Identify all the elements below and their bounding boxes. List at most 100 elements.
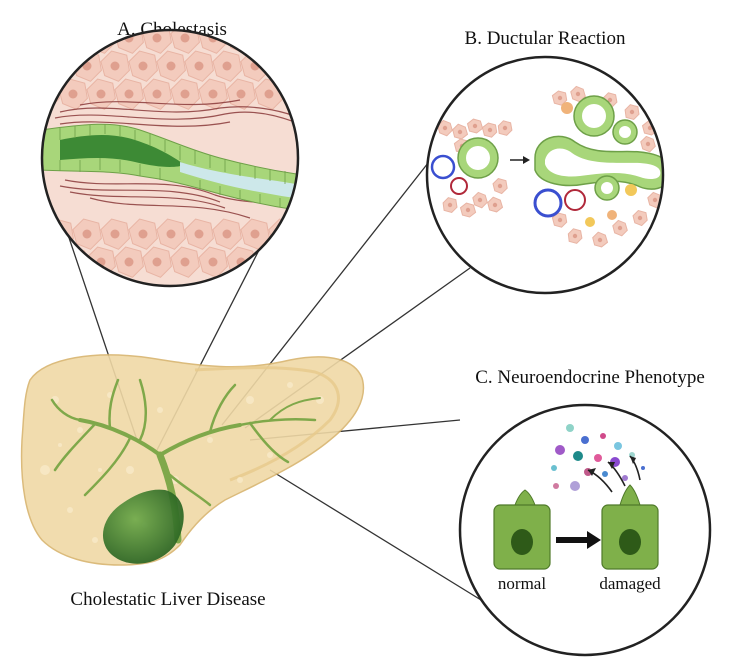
hepatocyte-nucleus (68, 33, 78, 43)
hepatocyte-nucleus (110, 229, 120, 239)
hepatocyte-nucleus (42, 257, 50, 267)
hepatocyte-nucleus (497, 183, 503, 189)
hepatocyte-nucleus (208, 257, 218, 267)
hepatocyte-nucleus (194, 229, 204, 239)
hepatocyte-nucleus (96, 89, 106, 99)
bile-duct-lumen (180, 162, 298, 200)
hepatocyte-nucleus (502, 125, 508, 131)
panel-c-neuroendocrine: C. Neuroendocrine Phenotype (458, 367, 712, 657)
hepatocyte (44, 50, 74, 82)
hepatocyte-nucleus (42, 33, 50, 43)
normal-cell-label: normal (498, 574, 546, 593)
hepatocyte-nucleus (166, 229, 176, 239)
hepatocyte-nucleus (292, 89, 298, 99)
hepatocyte-nucleus (42, 89, 50, 99)
hepatocyte-nucleus (442, 125, 448, 131)
liver-texture (40, 382, 324, 543)
liver-caption: Cholestatic Liver Disease (70, 589, 265, 610)
hepatocyte-nucleus (138, 61, 148, 71)
hepatocyte-nucleus (166, 61, 176, 71)
hepatocyte (296, 218, 298, 250)
panel-b-ductular-reaction: B. Ductular Reaction (425, 28, 665, 295)
hepatocyte-nucleus (236, 33, 246, 43)
hepatocyte-nucleus (652, 197, 658, 203)
hepatocyte-nucleus (152, 257, 162, 267)
hepatocyte-nucleus (82, 229, 92, 239)
hepatocyte-nucleus (194, 61, 204, 71)
hepatocyte-nucleus (250, 229, 260, 239)
hepatocyte-nucleus (124, 257, 134, 267)
hepatocyte-nucleus (180, 257, 190, 267)
hepatocyte (42, 30, 60, 54)
bold-right-arrow-icon (556, 531, 601, 549)
hepatocyte-nucleus (152, 33, 162, 43)
hepatocyte (58, 30, 88, 54)
hepatocyte-nucleus (138, 229, 148, 239)
hepatocyte-nucleus (307, 62, 316, 71)
hepatocyte-nucleus (208, 89, 218, 99)
hepatocyte-nucleus (54, 61, 64, 71)
hepatocyte-nucleus (629, 109, 635, 115)
hepatocyte-nucleus (572, 233, 578, 239)
hepatocyte-nucleus (307, 230, 316, 239)
hepatocyte-nucleus (477, 197, 483, 203)
hepatocyte-nucleus (278, 229, 288, 239)
hepatocyte (42, 246, 60, 278)
hepatocyte-nucleus (557, 217, 563, 223)
hepatocyte (282, 30, 298, 54)
hepatocyte-nucleus (597, 237, 603, 243)
hepatocyte-nucleus (645, 141, 651, 147)
hepatocyte-nucleus (292, 257, 298, 267)
hepatocyte-nucleus (492, 202, 498, 208)
liver: Cholestatic Liver Disease (20, 354, 365, 610)
hepatocyte-nucleus (575, 91, 581, 97)
hepatocyte-nucleus (557, 95, 563, 101)
hepatocyte-nucleus (264, 89, 274, 99)
hepatocyte-nucleus (617, 225, 623, 231)
hepatocyte (296, 50, 298, 82)
gallbladder (102, 489, 184, 564)
panel-c-title: C. Neuroendocrine Phenotype (475, 367, 705, 388)
hepatocyte-nucleus (487, 127, 493, 133)
hepatocyte-nucleus (465, 207, 471, 213)
cholangiocyte-damaged (601, 484, 659, 570)
panel-b-title: B. Ductular Reaction (465, 28, 626, 49)
hepatocyte-nucleus (152, 89, 162, 99)
hepatocyte-nucleus (222, 61, 232, 71)
hepatocyte-nucleus (292, 33, 298, 43)
hepatocyte-nucleus (180, 33, 190, 43)
hepatocyte (282, 246, 298, 278)
hepatocyte-nucleus (447, 202, 453, 208)
hepatocyte-nucleus (236, 89, 246, 99)
connector-c-bottom (269, 469, 495, 609)
panel-b-circle (425, 55, 665, 295)
hepatocyte-nucleus (647, 125, 653, 131)
hepatocyte (268, 50, 298, 82)
hepatocyte-nucleus (264, 257, 274, 267)
panel-c-circle (458, 403, 712, 657)
hepatocyte-nucleus (68, 89, 78, 99)
hepatocyte-nucleus (607, 97, 613, 103)
duct-wall-cells (59, 124, 286, 207)
hepatocyte-nucleus (278, 61, 288, 71)
hepatocyte (254, 30, 284, 54)
portal-vein (430, 154, 456, 180)
hepatocyte-nucleus (457, 129, 463, 135)
hepatocyte-nucleus (110, 61, 120, 71)
hepatocyte-nucleus (222, 229, 232, 239)
panel-a-cholestasis: A. Cholestasis (40, 19, 316, 288)
damaged-cell-label: damaged (599, 574, 661, 593)
liver-body (20, 354, 365, 566)
hepatocyte-nucleus (124, 89, 134, 99)
hepatocyte-nucleus (180, 89, 190, 99)
panel-a-circle (40, 28, 300, 288)
hepatocyte-nucleus (54, 229, 64, 239)
hepatocyte-nucleus (637, 215, 643, 221)
hepatocyte-nucleus (264, 33, 274, 43)
hepatocyte-nucleus (96, 33, 106, 43)
cholangiocyte-normal (493, 489, 551, 570)
bile-duct-lumen-dilated (60, 135, 185, 167)
hepatic-artery (450, 177, 468, 195)
hepatocyte-nucleus (472, 123, 478, 129)
